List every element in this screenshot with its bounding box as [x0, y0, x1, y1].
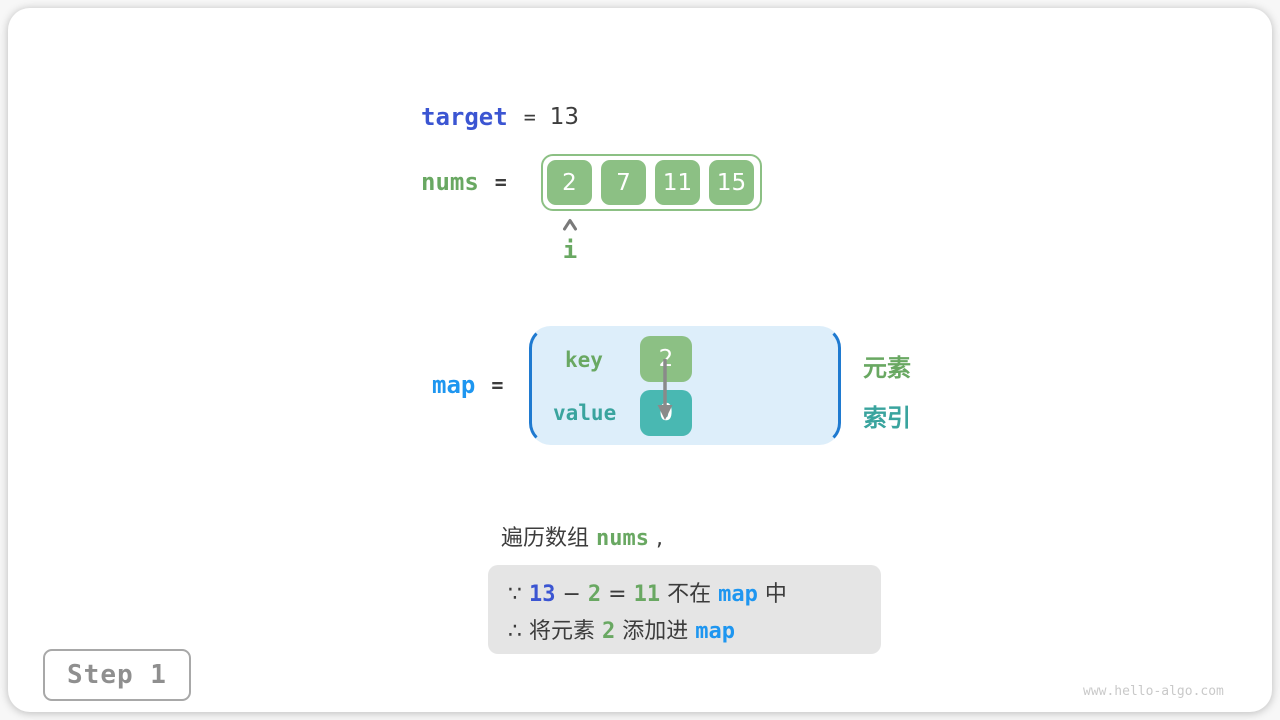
caption-line: 遍历数组 nums ,: [501, 520, 663, 552]
map-value-label: value: [553, 401, 617, 425]
nums-array: 2 7 11 15: [541, 154, 762, 211]
index-pointer-label: i: [562, 236, 578, 264]
conclusion-line-1: ∵ 13 − 2 = 11 不在 map 中: [508, 576, 881, 613]
map-equals: =: [491, 373, 504, 397]
text-segment: −: [555, 582, 588, 607]
target-row: target = 13: [421, 103, 579, 131]
diagram-card: target = 13 nums = 2 7 11 15 i map =: [8, 8, 1272, 712]
nums-row: nums =: [421, 168, 507, 196]
text-segment: map: [695, 619, 735, 644]
text-segment: nums: [596, 526, 649, 551]
text-segment: 遍历数组: [501, 526, 596, 551]
arrow-down-icon: [653, 357, 677, 427]
text-segment: ∵: [508, 582, 529, 607]
target-value: 13: [549, 104, 580, 130]
text-segment: 中: [757, 582, 787, 607]
text-segment: 2: [601, 619, 616, 644]
array-cell: 15: [709, 160, 754, 205]
text-segment: map: [718, 582, 758, 607]
caret-up-icon: [559, 216, 581, 235]
map-row: map =: [432, 371, 503, 399]
nums-equals: =: [494, 170, 507, 194]
text-segment: =: [601, 582, 634, 607]
target-label: target: [421, 103, 508, 131]
map-label: map: [432, 371, 476, 399]
text-segment: 不在: [660, 582, 719, 607]
watermark: www.hello-algo.com: [1083, 684, 1224, 699]
array-cell: 11: [655, 160, 700, 205]
nums-label: nums: [421, 168, 479, 196]
text-segment: ∴ 将元素: [508, 619, 602, 644]
legend-index: 索引: [863, 404, 911, 432]
legend-element: 元素: [863, 354, 911, 382]
map-container: key 2 value 0: [529, 326, 841, 445]
text-segment: 13: [529, 582, 556, 607]
array-cell: 7: [601, 160, 646, 205]
array-cell: 2: [547, 160, 592, 205]
text-segment: 11: [633, 582, 661, 607]
text-segment: ,: [648, 526, 663, 551]
step-badge: Step 1: [43, 649, 191, 701]
conclusion-box: ∵ 13 − 2 = 11 不在 map 中 ∴ 将元素 2 添加进 map: [488, 565, 881, 654]
conclusion-line-2: ∴ 将元素 2 添加进 map: [508, 613, 881, 650]
text-segment: 2: [587, 582, 602, 607]
map-key-label: key: [565, 348, 603, 372]
target-equals: =: [523, 105, 536, 129]
text-segment: 添加进: [615, 619, 696, 644]
